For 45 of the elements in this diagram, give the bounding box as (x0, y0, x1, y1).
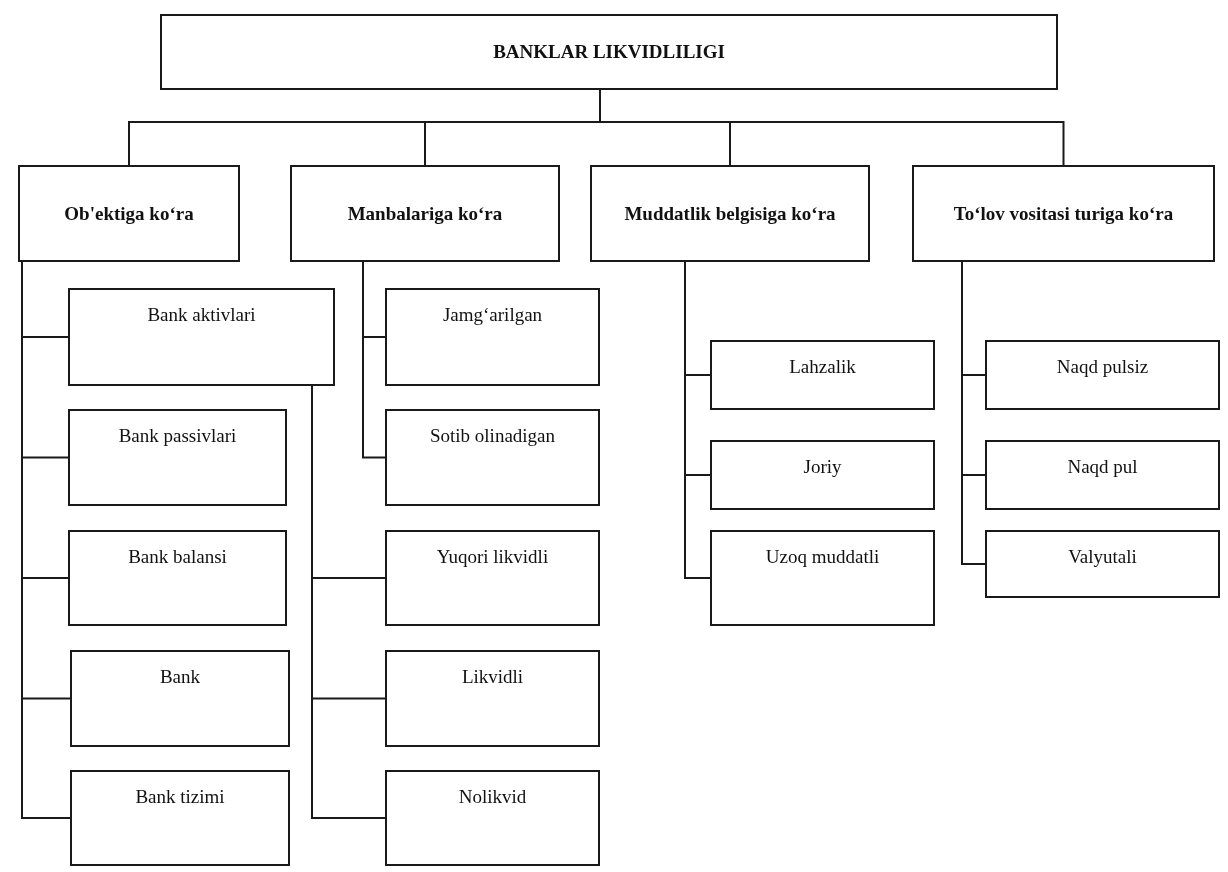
category-box (385, 770, 600, 866)
box-label: Joriy (803, 455, 842, 479)
category-box (385, 650, 600, 747)
box-label: Bank aktivlari (147, 303, 256, 327)
box-label: Bank balansi (128, 545, 227, 569)
box-label: Ob'ektiga ko‘ra (64, 201, 194, 226)
category-box (385, 288, 600, 386)
category-box (160, 14, 1058, 90)
category-box (70, 770, 290, 866)
category-box (912, 165, 1215, 262)
category-box (710, 440, 935, 510)
box-label: Bank tizimi (135, 785, 225, 809)
connector-line (684, 261, 711, 579)
box-label: Yuqori likvidli (436, 545, 549, 569)
box-label: Manbalariga ko‘ra (347, 201, 503, 226)
category-box (68, 409, 287, 506)
box-label: Jamg‘arilgan (442, 303, 543, 327)
box-label: BANKLAR LIKVIDLILIGI (493, 40, 725, 65)
box-label: Naqd pul (1067, 455, 1138, 479)
box-label: Valyutali (1068, 545, 1137, 569)
category-box (590, 165, 870, 262)
category-box (18, 165, 240, 262)
box-label: Uzoq muddatli (765, 545, 880, 569)
category-box (710, 530, 935, 626)
box-label: Naqd pulsiz (1056, 355, 1149, 379)
connector-line (362, 261, 386, 459)
box-label: Sotib olinadigan (429, 424, 556, 448)
category-box (385, 409, 600, 506)
box-label: To‘lov vositasi turiga ko‘ra (953, 201, 1174, 226)
category-box (68, 530, 287, 626)
category-box (985, 440, 1220, 510)
box-label: Bank passivlari (118, 424, 237, 448)
box-label: Likvidli (461, 665, 524, 689)
box-label: Lahzalik (789, 355, 856, 379)
category-box (985, 530, 1220, 598)
category-box (290, 165, 560, 262)
category-box (385, 530, 600, 626)
box-label: Muddatlik belgisiga ko‘ra (624, 201, 836, 226)
category-box (985, 340, 1220, 410)
category-box (710, 340, 935, 410)
box-label: Bank (159, 665, 201, 689)
category-box (68, 288, 335, 386)
connector-line (961, 261, 986, 565)
box-label: Nolikvid (458, 785, 527, 809)
category-box (70, 650, 290, 747)
